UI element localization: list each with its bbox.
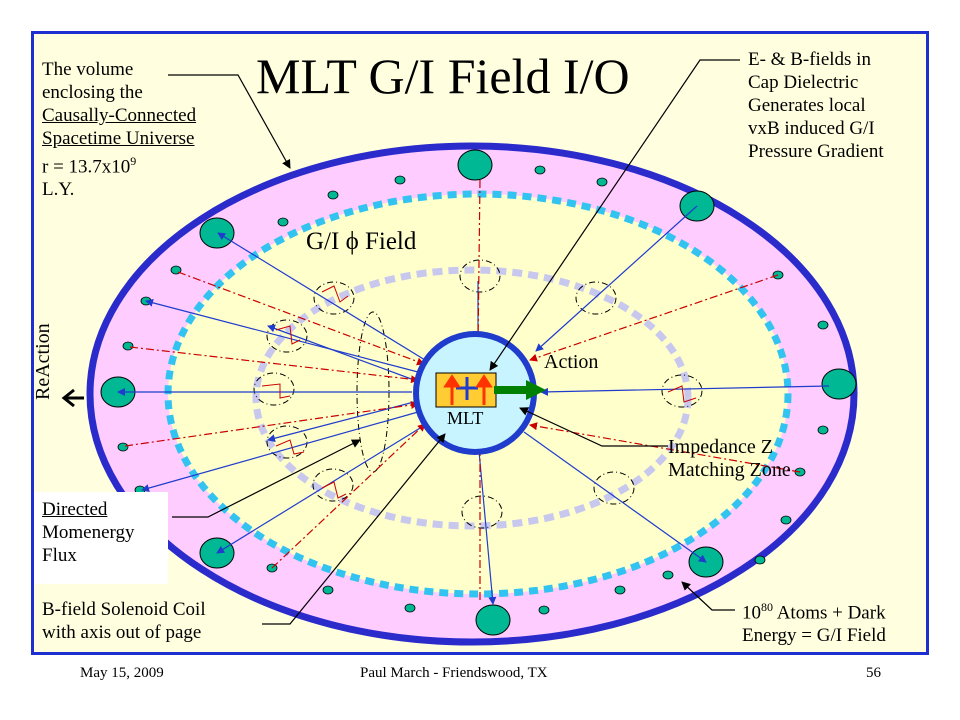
ring-particles [117, 165, 829, 615]
atoms-exponent: 80 [761, 600, 773, 614]
flux-note-backing [34, 492, 168, 584]
universe-note: The volume enclosing the Causally-Connec… [42, 58, 262, 201]
universe-note-line: enclosing the [42, 82, 143, 103]
atoms-note-line: Energy = G/I Field [742, 625, 886, 647]
momenergy-flux-rays [117, 205, 830, 605]
atoms-note-line: 1080 Atoms + Dark [742, 596, 942, 624]
impedance-note-line: Impedance Z [668, 436, 773, 458]
slide-title: MLT G/I Field I/O [256, 48, 630, 104]
inner-dashed-ring [252, 266, 692, 530]
atoms-note: 1080 Atoms + Dark Energy = G/I Field [742, 596, 942, 647]
flux-note-line: Momenergy [42, 522, 135, 543]
fields-note-line: Pressure Gradient [748, 141, 884, 162]
universe-radius-exponent: 9 [130, 154, 137, 168]
universe-radius-unit: L.Y. [42, 179, 75, 201]
universe-note-line: Spacetime Universe [42, 128, 195, 149]
universe-radius: r = 13.7x109 [42, 150, 262, 178]
e-field-arrows [443, 374, 493, 405]
fields-note-line: Generates local [748, 95, 866, 116]
mlt-label: MLT [447, 408, 484, 428]
reaction-arrow [61, 388, 84, 408]
universe-note-line: Causally-Connected [42, 105, 197, 126]
impedance-note: Impedance Z Matching Zone [668, 436, 828, 482]
flux-note: Directed Momenergy Flux [42, 498, 182, 567]
fields-note-line: E- & B-fields in [748, 49, 871, 70]
atoms-text: Atoms + Dark [773, 602, 886, 624]
footer-date: May 15, 2009 [80, 665, 164, 681]
reaction-label: ReAction [32, 323, 54, 400]
fields-note-line: vxB induced G/I [748, 118, 875, 139]
universe-note-line: The volume [42, 59, 134, 80]
flux-note-line: Flux [42, 545, 77, 566]
universe-radius-value: r = 13.7x10 [42, 156, 131, 178]
atoms-base: 10 [742, 602, 761, 624]
action-arrow-head [526, 380, 546, 400]
flux-note-line: Directed [42, 499, 108, 520]
gi-field-label: G/I ϕ Field [306, 228, 417, 255]
action-label: Action [544, 351, 599, 373]
fields-note-line: Cap Dielectric [748, 72, 859, 93]
fields-note: E- & B-fields in Cap Dielectric Generate… [748, 48, 938, 163]
footer-page-number: 56 [866, 665, 881, 681]
coil-note-line: with axis out of page [42, 622, 202, 643]
footer-author: Paul March - Friendswood, TX [360, 665, 548, 681]
coil-note-line: B-field Solenoid Coil [42, 599, 206, 620]
atom-nodes [100, 149, 857, 636]
leader-lines [168, 59, 740, 625]
dashed-field-ring [164, 190, 792, 598]
impedance-note-line: Matching Zone [668, 459, 791, 481]
impedance-steps [261, 285, 697, 499]
coil-note: B-field Solenoid Coil with axis out of p… [42, 598, 302, 644]
